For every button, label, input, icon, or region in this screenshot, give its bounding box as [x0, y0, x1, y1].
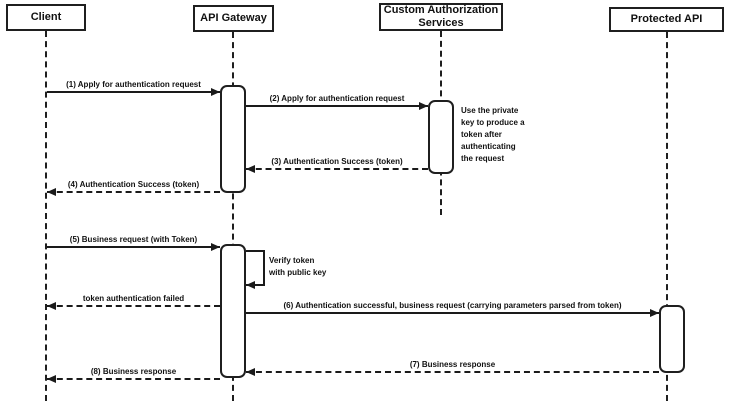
activation-api-gateway-business [220, 244, 246, 378]
actor-custom-authorization-services-label: Custom Authorization Services [383, 3, 499, 29]
message-6-label: (6) Authentication successful, business … [283, 301, 622, 310]
arrowhead-left-icon [246, 281, 255, 289]
message-4-line [47, 191, 220, 193]
note-private-key-token: Use the private key to produce a token a… [461, 106, 525, 163]
arrowhead-left-icon [47, 375, 56, 383]
message-7-line [246, 371, 659, 373]
message-1-line [47, 91, 220, 93]
arrowhead-left-icon [47, 302, 56, 310]
actor-client: Client [6, 4, 86, 31]
actor-api-gateway: API Gateway [193, 5, 274, 32]
message-6-line [246, 312, 659, 314]
message-1-apply-authentication: (1) Apply for authentication request [47, 75, 220, 96]
message-5-business-request: (5) Business request (with Token) [47, 230, 220, 251]
message-2-line [246, 105, 428, 107]
self-message-verify-token-label: Verify token with public key [269, 256, 327, 277]
message-8-label: (8) Business response [90, 367, 177, 376]
message-3-auth-success: (3) Authentication Success (token) [246, 152, 428, 173]
message-token-auth-failed: token authentication failed [47, 289, 220, 310]
actor-client-label: Client [30, 10, 62, 23]
message-8-line [47, 378, 220, 380]
message-3-label: (3) Authentication Success (token) [271, 157, 403, 166]
message-7-business-response: (7) Business response [246, 355, 659, 376]
activation-custom-authorization-services [428, 100, 454, 174]
message-4-label: (4) Authentication Success (token) [67, 180, 200, 189]
message-3-line [246, 168, 428, 170]
arrowhead-right-icon [419, 102, 428, 110]
activation-api-gateway-auth [220, 85, 246, 193]
arrowhead-right-icon [211, 243, 220, 251]
message-7-label: (7) Business response [409, 360, 496, 369]
message-2-label: (2) Apply for authentication request [269, 94, 405, 103]
message-4-auth-success: (4) Authentication Success (token) [47, 175, 220, 196]
arrowhead-left-icon [246, 165, 255, 173]
message-5-label: (5) Business request (with Token) [69, 235, 198, 244]
self-message-verify-token-loop [246, 250, 265, 289]
arrowhead-left-icon [246, 368, 255, 376]
arrowhead-right-icon [650, 309, 659, 317]
actor-protected-api: Protected API [609, 7, 724, 32]
message-token-auth-failed-label: token authentication failed [82, 294, 185, 303]
message-token-auth-failed-line [47, 305, 220, 307]
arrowhead-left-icon [47, 188, 56, 196]
message-8-business-response: (8) Business response [47, 362, 220, 383]
actor-custom-authorization-services: Custom Authorization Services [379, 3, 503, 31]
lifeline-client [45, 31, 47, 401]
message-5-line [47, 246, 220, 248]
lifeline-protected-api [666, 32, 668, 401]
message-1-label: (1) Apply for authentication request [66, 80, 201, 89]
lifeline-api-gateway [232, 32, 234, 401]
message-6-auth-successful-business-request: (6) Authentication successful, business … [246, 296, 659, 317]
actor-api-gateway-label: API Gateway [200, 11, 267, 24]
activation-protected-api [659, 305, 685, 373]
actor-protected-api-label: Protected API [630, 12, 703, 25]
arrowhead-right-icon [211, 88, 220, 96]
message-2-apply-authentication: (2) Apply for authentication request [246, 89, 428, 110]
